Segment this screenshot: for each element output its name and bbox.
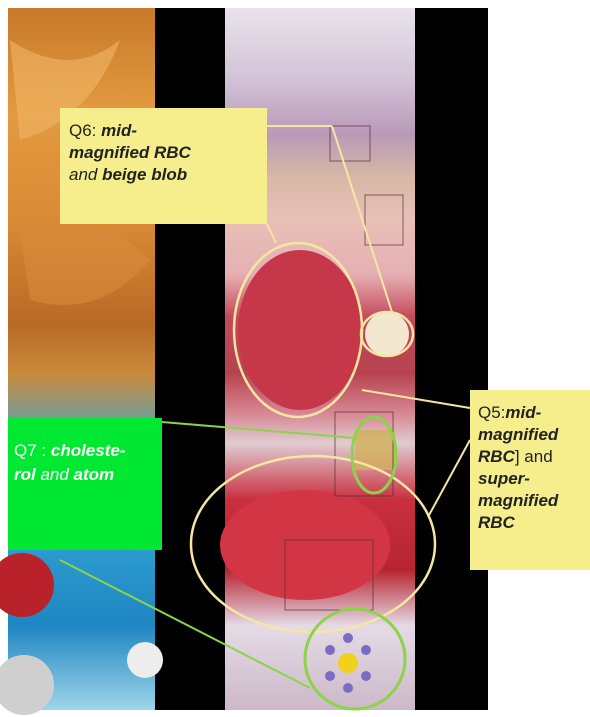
q6-italic-3: beige blob (102, 165, 187, 184)
q6-line-1: Q6: mid- (69, 120, 137, 142)
q5-italic-1: mid- (505, 403, 541, 422)
q6-connector-rbc (267, 224, 276, 243)
q7-italic-2: rol (14, 465, 36, 484)
q7-line-2: rol and atom (14, 464, 114, 486)
q5-line-6: RBC (478, 512, 515, 534)
q5-line-2: magnified (478, 424, 558, 446)
q5-line-4: super- (478, 468, 530, 490)
q5-italic-3: RBC (478, 447, 515, 466)
q7-conj: and (36, 465, 74, 484)
q6-italic-1: mid- (101, 121, 137, 140)
q5-prefix: Q5: (478, 403, 505, 422)
q5-line-1: Q5:mid- (478, 402, 541, 424)
q5-connector-bottom (428, 440, 470, 517)
q6-prefix: Q6: (69, 121, 101, 140)
q7-line-1: Q7 : choleste- (14, 440, 126, 462)
q6-line-2: magnified RBC (69, 142, 191, 164)
red-sphere (0, 553, 54, 617)
gray-sphere (0, 655, 54, 715)
q7-annotation-box: Q7 : choleste- rol and atom (8, 418, 162, 550)
q6-conj: and (69, 165, 102, 184)
q6-annotation-box: Q6: mid- magnified RBC and beige blob (60, 108, 267, 224)
beige-blob (365, 312, 409, 356)
super-magnified-rbc (220, 490, 390, 600)
white-sphere (127, 642, 163, 678)
q5-line-3: RBC] and (478, 446, 553, 468)
q7-connector-top (162, 422, 355, 438)
q5-connector-top (362, 390, 470, 408)
q5-annotation-box: Q5:mid- magnified RBC] and super- magnif… (470, 390, 590, 570)
q5-conj-1: ] and (515, 447, 553, 466)
red-blood-cell (238, 250, 362, 410)
q7-italic-3: atom (74, 465, 115, 484)
q7-italic-1: choleste- (51, 441, 126, 460)
q5-line-5: magnified (478, 490, 558, 512)
q6-line-3: and beige blob (69, 164, 187, 186)
q7-prefix: Q7 : (14, 441, 51, 460)
feather-shape-2 (20, 220, 150, 305)
atom-nucleus (338, 653, 358, 673)
